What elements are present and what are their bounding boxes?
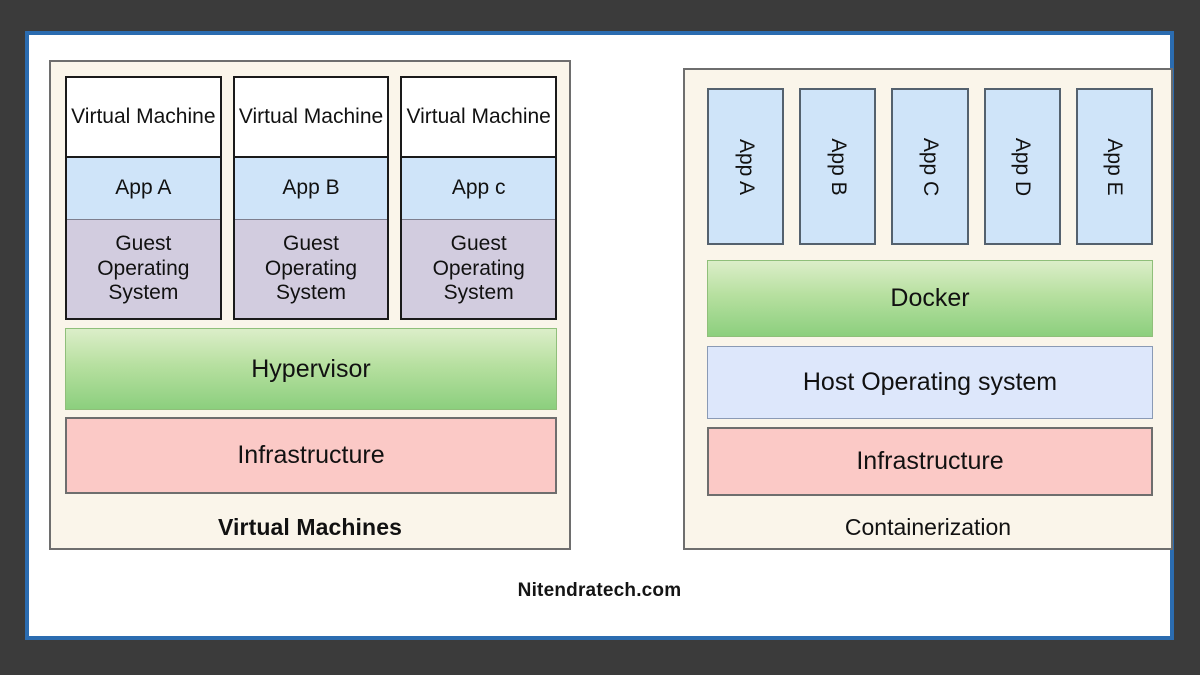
vm-column-2: Virtual Machine App B Guest Operating Sy… xyxy=(232,76,390,320)
vm-guest-os-3: Guest Operating System xyxy=(402,220,556,318)
vm-app-2: App B xyxy=(234,158,388,220)
containerization-panel: App A App B App C App D App E Docker Hos… xyxy=(683,68,1173,550)
vm-header-2: Virtual Machine xyxy=(234,78,388,158)
container-infrastructure-layer: Infrastructure xyxy=(707,427,1153,496)
vm-header-1: Virtual Machine xyxy=(67,78,220,158)
docker-layer: Docker xyxy=(707,260,1153,337)
container-app-group: App A App B App C App D App E xyxy=(707,88,1154,245)
container-app-3: App C xyxy=(891,88,969,245)
vm-app-3: App c xyxy=(402,158,556,220)
container-app-5: App E xyxy=(1075,88,1154,245)
container-app-2: App B xyxy=(799,88,877,245)
vm-guest-os-2: Guest Operating System xyxy=(234,220,388,318)
diagram-stage: Virtual Machine App A Guest Operating Sy… xyxy=(29,35,1173,636)
container-app-label-2: App B xyxy=(826,137,850,196)
host-operating-system-layer: Host Operating system xyxy=(707,346,1153,419)
vm-column-3: Virtual Machine App c Guest Operating Sy… xyxy=(400,76,558,320)
vm-guest-os-1: Guest Operating System xyxy=(67,220,220,318)
vm-column-1: Virtual Machine App A Guest Operating Sy… xyxy=(65,76,222,320)
vm-app-1: App A xyxy=(67,158,220,220)
virtual-machines-panel: Virtual Machine App A Guest Operating Sy… xyxy=(49,60,571,550)
hypervisor-layer: Hypervisor xyxy=(65,328,557,410)
container-app-label-1: App A xyxy=(734,138,758,195)
watermark-text: Nitendratech.com xyxy=(517,580,682,601)
container-app-label-5: App E xyxy=(1103,137,1127,196)
vm-infrastructure-layer: Infrastructure xyxy=(65,417,557,494)
virtual-machines-caption: Virtual Machines xyxy=(218,513,402,540)
container-app-label-4: App D xyxy=(1011,137,1035,196)
vm-column-group: Virtual Machine App A Guest Operating Sy… xyxy=(65,76,558,320)
container-app-label-3: App C xyxy=(919,137,942,196)
container-app-4: App D xyxy=(983,88,1061,245)
container-app-1: App A xyxy=(707,88,785,245)
containerization-caption: Containerization xyxy=(844,513,1012,540)
vm-header-3: Virtual Machine xyxy=(402,78,556,158)
slide-frame: Virtual Machine App A Guest Operating Sy… xyxy=(25,31,1174,640)
